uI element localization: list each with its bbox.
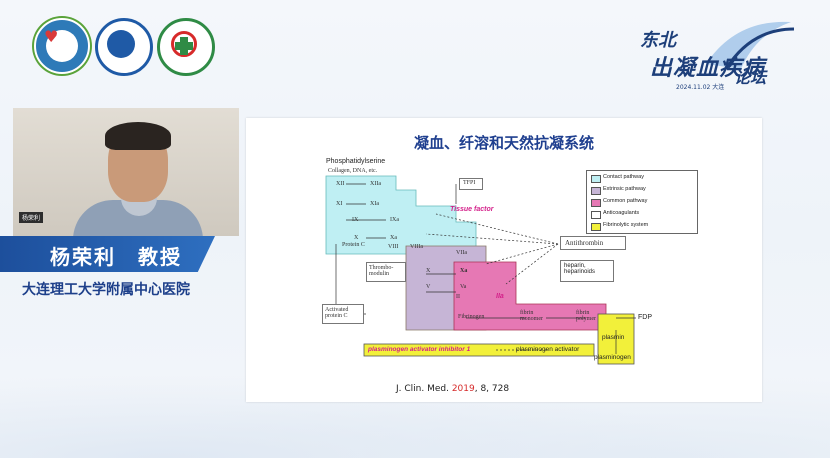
label-thrombomodulin: Thrombo- modulin [369,265,394,277]
university-logo [95,18,153,76]
label-pai1: plasminogen activator inhibitor 1 [368,346,471,353]
forum-title-line2: 出凝血疾病 [650,56,766,81]
forum-title-line1: 东北 [640,30,676,51]
citation-journal: J. Clin. Med. [396,384,452,394]
label-protein-c: Protein C [342,242,365,248]
label-xa: Xa [460,268,468,274]
label-tfpi: TFPI [463,180,476,186]
speaker-name: 杨荣利 教授 [50,245,182,269]
label-ii: II [456,294,460,300]
forum-title-line3: 论坛 [734,68,767,87]
label-antithrombin: Antithrombin [565,239,604,247]
label-viii: VIII [388,244,399,250]
swoosh-icon [706,21,795,70]
hospital-logo [157,18,215,76]
label-xa-mid: Xa [390,235,397,241]
society-logo: ♥ [34,18,90,74]
label-x: X [426,268,431,274]
citation-volume: , 8, 728 [474,384,510,394]
label-v: V [426,284,431,290]
heart-icon: ♥ [44,27,59,46]
label-fdp: FDP [638,314,652,321]
label-iia: IIa [496,293,504,300]
activated-protein-c-box: Activated protein C [322,304,364,324]
label-xia: XIa [370,201,379,207]
label-xii: XII [336,181,345,187]
label-viia: VIIa [456,250,467,256]
thrombomodulin-box: Thrombo- modulin [366,262,406,282]
diagram-legend: Contact pathway Extrinsic pathway Common… [586,170,698,234]
antithrombin-box: Antithrombin [560,236,626,250]
forum-date: 2024.11.02 大连 [676,84,725,91]
legend-swatch-extrinsic [591,187,601,195]
label-plasmin: plasmin [602,334,625,341]
legend-label-fibrinolytic: Fibrinolytic system [603,222,649,228]
speaker-hospital: 大连理工大学附属中心医院 [22,282,190,298]
video-name-tag: 杨荣利 [19,212,44,223]
legend-swatch-contact [591,175,601,183]
legend-swatch-common [591,199,601,207]
slide-title: 凝血、纤溶和天然抗凝系统 [413,134,594,152]
label-fibrinogen: Fibrinogen [458,314,485,320]
label-xiia: XIIa [370,181,381,187]
coagulation-diagram: Phosphatidylserine Collagen, DNA, etc. X… [306,154,736,376]
label-ix: IX [352,217,359,223]
legend-swatch-fibrinolytic [591,223,601,231]
label-va: Va [460,284,467,290]
legend-label-common: Common pathway [603,198,648,204]
label-plasminogen: plasminogen [594,354,631,361]
speaker-name-bar [0,236,215,272]
label-fibrin-polymer: fibrin polymer [576,310,596,322]
label-fibrin-monomer: fibrin monomer [520,310,543,322]
label-phosphatidylserine: Phosphatidylserine [326,158,386,165]
label-x-left: X [354,235,359,241]
label-activated-protein-c: Activated protein C [325,307,349,319]
legend-label-contact: Contact pathway [603,174,644,180]
legend-swatch-anticoagulants [591,211,601,219]
heparin-box: heparin, heparinoids [560,260,614,282]
legend-label-extrinsic: Extrinsic pathway [603,186,646,192]
citation-year: 2019 [451,384,475,394]
speaker-video: 杨荣利 [13,108,239,236]
label-viiia: VIIIa [410,244,423,250]
forum-logo: 东北 出凝血疾病 论坛 2024.11.02 大连 [636,12,796,94]
legend-label-anticoagulants: Anticoagulants [603,210,640,216]
label-xi: XI [336,201,343,207]
presentation-slide: 凝血、纤溶和天然抗凝系统 [246,118,762,402]
diagram-shapes [325,175,636,365]
slide-citation: J. Clin. Med. 2019, 8, 728 [396,384,509,394]
label-ixa: IXa [390,217,399,223]
label-tissue-factor: Tissue factor [450,206,494,213]
label-collagen: Collagen, DNA, etc. [328,168,378,174]
label-heparin: heparin, heparinoids [564,263,596,275]
tfpi-box: TFPI [459,178,483,190]
label-plasminogen-activator: plasminogen activator [516,346,580,353]
